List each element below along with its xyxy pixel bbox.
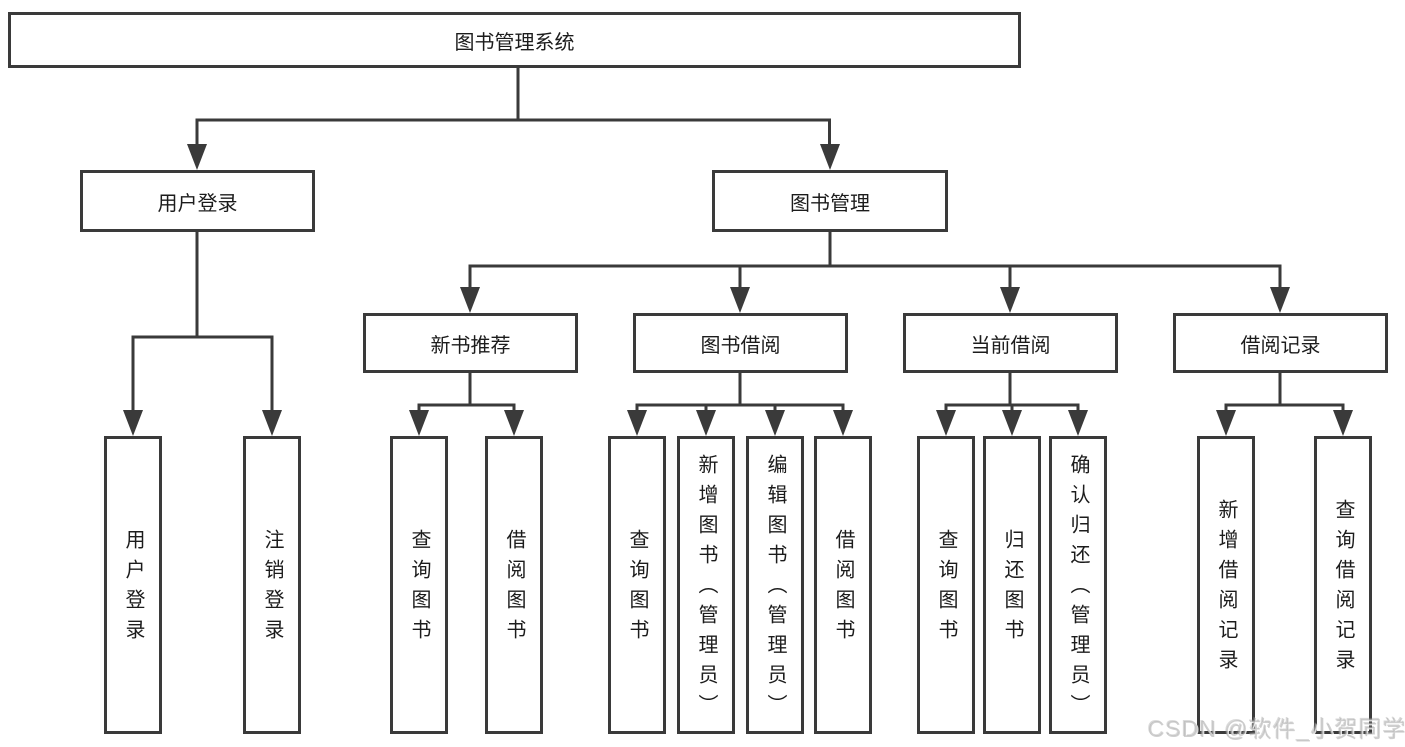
leaf-add-borrow-record: 新增借阅记录	[1197, 436, 1255, 734]
arrow-down-icon	[1002, 410, 1022, 436]
leaf-add-books-admin: 新增图书（管理员）	[677, 436, 735, 734]
csdn-watermark: CSDN @软件_小贺同学	[1148, 716, 1405, 742]
leaf-return-books: 归还图书	[983, 436, 1041, 734]
leaf-query-borrow-record: 查询借阅记录	[1314, 436, 1372, 734]
arrow-down-icon	[123, 410, 143, 436]
leaf-logout: 注销登录	[243, 436, 301, 734]
arrow-down-icon	[1000, 287, 1020, 313]
arrow-down-icon	[1068, 410, 1088, 436]
node-new-book-recommend: 新书推荐	[363, 313, 578, 373]
node-root-system: 图书管理系统	[8, 12, 1021, 68]
arrow-down-icon	[1216, 410, 1236, 436]
arrow-down-icon	[262, 410, 282, 436]
arrow-down-icon	[765, 410, 785, 436]
arrow-down-icon	[409, 410, 429, 436]
arrow-down-icon	[1333, 410, 1353, 436]
leaf-borrow-books: 借阅图书	[485, 436, 543, 734]
leaf-confirm-return-admin: 确认归还（管理员）	[1049, 436, 1107, 734]
arrow-down-icon	[730, 287, 750, 313]
arrow-down-icon	[187, 144, 207, 170]
arrow-down-icon	[936, 410, 956, 436]
arrow-down-icon	[833, 410, 853, 436]
leaf-query-books: 查询图书	[917, 436, 975, 734]
arrow-down-icon	[820, 144, 840, 170]
arrow-down-icon	[1270, 287, 1290, 313]
node-borrowing-records: 借阅记录	[1173, 313, 1388, 373]
leaf-query-books: 查询图书	[390, 436, 448, 734]
node-book-management-module: 图书管理	[712, 170, 948, 232]
leaf-borrow-books: 借阅图书	[814, 436, 872, 734]
leaf-user-login: 用户登录	[104, 436, 162, 734]
node-user-login-module: 用户登录	[80, 170, 315, 232]
leaf-query-books: 查询图书	[608, 436, 666, 734]
leaf-edit-books-admin: 编辑图书（管理员）	[746, 436, 804, 734]
arrow-down-icon	[460, 287, 480, 313]
arrowheads	[123, 144, 1353, 436]
connector-group	[131, 66, 1345, 414]
arrow-down-icon	[696, 410, 716, 436]
arrow-down-icon	[627, 410, 647, 436]
node-book-borrowing: 图书借阅	[633, 313, 848, 373]
arrow-down-icon	[504, 410, 524, 436]
node-current-borrowing: 当前借阅	[903, 313, 1118, 373]
